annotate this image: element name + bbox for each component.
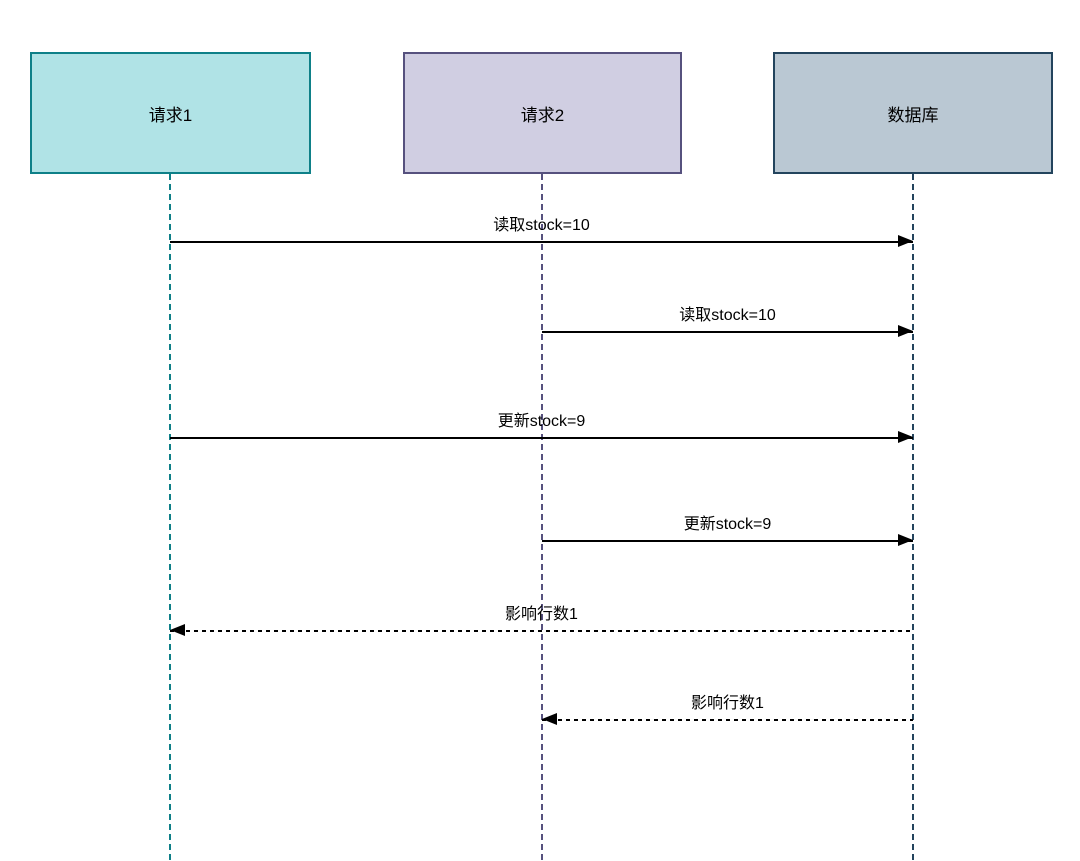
message-label: 更新stock=9 [497,413,586,430]
arrowhead-right-icon [898,431,913,443]
actor-label-request1: 请求1 [148,105,193,125]
message-line-call [170,241,913,243]
arrowhead-right-icon [898,235,913,247]
actor-label-database: 数据库 [887,105,939,125]
message-label: 影响行数1 [505,606,578,623]
lifeline-database [912,174,914,861]
message-line-call [542,331,913,333]
arrowhead-left-icon [542,713,557,725]
arrowhead-right-icon [898,325,913,337]
lifeline-request2 [541,174,543,861]
actor-box-database: 数据库 [773,52,1053,174]
message-label: 更新stock=9 [683,516,772,533]
message-label: 读取stock=10 [493,217,590,234]
message-line-call [542,540,913,542]
actor-box-request2: 请求2 [403,52,682,174]
actor-box-request1: 请求1 [30,52,311,174]
arrowhead-left-icon [170,624,185,636]
message-line-call [170,437,913,439]
message-line-return [170,630,913,632]
message-line-return [542,719,913,721]
message-label: 读取stock=10 [679,307,776,324]
arrowhead-right-icon [898,534,913,546]
actor-label-request2: 请求2 [520,105,565,125]
lifeline-request1 [169,174,171,861]
message-label: 影响行数1 [691,695,764,712]
